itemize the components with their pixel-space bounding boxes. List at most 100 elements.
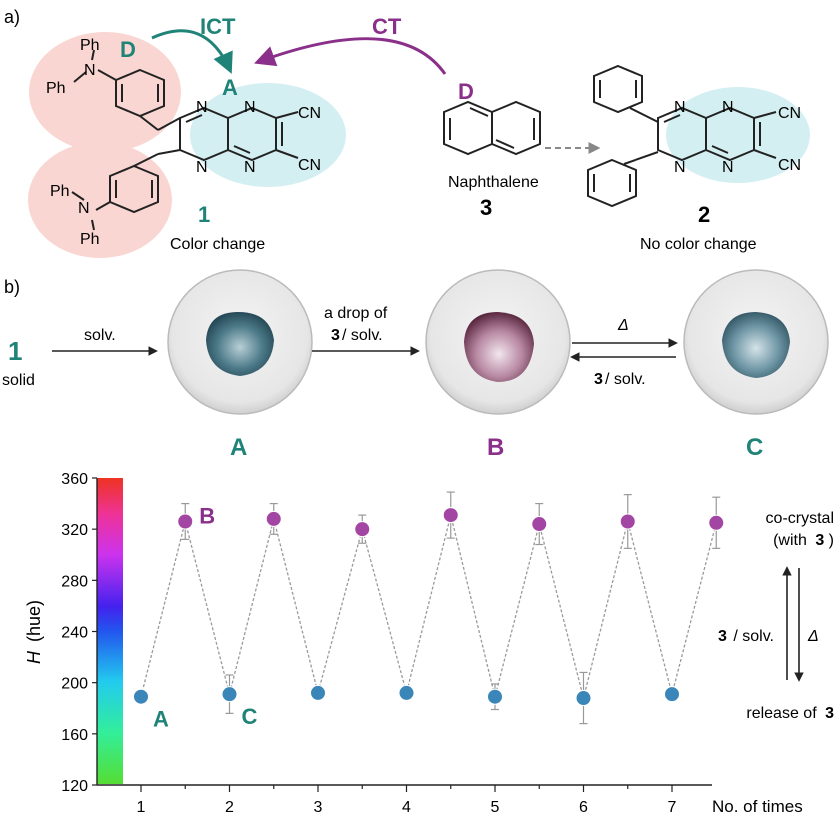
compound-2-caption: No color change: [640, 236, 757, 253]
ring-n-label: N: [196, 99, 208, 116]
ring-n-label: N: [244, 99, 256, 116]
point-label: A: [153, 707, 169, 732]
y-tick-label: 360: [61, 471, 88, 488]
n-label: N: [84, 62, 96, 79]
cn-label: CN: [778, 105, 801, 122]
y-tick-label: 120: [61, 778, 88, 795]
ct-arrow: [254, 37, 447, 75]
data-point: [221, 686, 238, 703]
donor-highlights: [28, 32, 181, 258]
data-point: [133, 688, 149, 705]
point-label: B: [199, 503, 215, 528]
x-axis-label: No. of times: [712, 797, 803, 816]
ict-label: ICT: [200, 14, 236, 39]
step2-line1: a drop of: [324, 305, 388, 322]
heat-label: Δ: [617, 317, 629, 334]
release-bold: 3: [825, 705, 834, 722]
up-annotation: 3 / solv.: [718, 628, 774, 645]
compound-2-atoms: N N N N CN CN: [674, 99, 801, 176]
ct-label: CT: [372, 14, 402, 39]
hue-color-bar: [97, 478, 123, 784]
x-tick-label: 2: [225, 799, 234, 816]
cocrystal-bold: 3: [815, 532, 824, 549]
data-point: [442, 507, 459, 524]
release-pre: release of: [746, 705, 817, 722]
down-annotation: Δ: [807, 628, 819, 645]
panel-a-label: a): [4, 7, 20, 27]
acceptor-label: A: [222, 75, 238, 100]
ph-label: Ph: [50, 183, 70, 200]
dish-b: [425, 269, 571, 415]
up-bold: 3: [718, 628, 727, 645]
start-state: solid: [2, 372, 35, 389]
data-point: [619, 513, 636, 530]
cn-label: CN: [298, 105, 321, 122]
cocrystal-line1: co-crystal: [766, 510, 834, 527]
ph-label: Ph: [80, 231, 100, 248]
ph-label: Ph: [80, 37, 100, 54]
ring-n-label: N: [244, 159, 256, 176]
data-point: [310, 684, 326, 701]
ring-n-label: N: [196, 159, 208, 176]
cocrystal-pre: (with: [773, 532, 807, 549]
cn-label: CN: [778, 157, 801, 174]
reverse-rest: / solv.: [605, 371, 646, 388]
data-point: [265, 510, 282, 527]
data-point: [398, 684, 415, 701]
data-point: [575, 690, 592, 707]
step2-bold: 3: [331, 327, 340, 344]
compound-2-structure: [587, 64, 777, 208]
panel-b-label: b): [4, 277, 20, 297]
y-tick-label: 280: [61, 573, 88, 590]
n-label: N: [78, 200, 90, 217]
equilibrium-arrows: [570, 338, 678, 362]
y-axis-label-rest: (hue): [24, 600, 44, 642]
ring-n-label: N: [722, 159, 734, 176]
naphthalene-structure: [443, 100, 541, 156]
y-axis-label: H (hue): [24, 600, 44, 664]
compound-1-structure: [71, 49, 299, 231]
step2-rest: / solv.: [342, 327, 383, 344]
compound-1-caption: Color change: [170, 236, 265, 253]
data-point: [354, 521, 371, 538]
donor-label-1: D: [120, 37, 136, 62]
y-tick-label: 240: [61, 625, 88, 642]
cocrystal-post: ): [829, 532, 834, 549]
acceptor-highlight-2: [666, 87, 810, 183]
ring-n-label: N: [722, 99, 734, 116]
cocrystal-line2: (with 3 ): [773, 532, 834, 549]
dish-c: [683, 269, 829, 415]
ring-n-label: N: [674, 99, 686, 116]
donor-label-2: D: [458, 79, 474, 104]
compound-1-atoms: Ph Ph N Ph N Ph N N N N CN CN: [46, 37, 321, 248]
x-tick-label: 7: [668, 799, 677, 816]
y-axis-label-italic: H: [24, 650, 44, 664]
y-tick-label: 160: [61, 727, 88, 744]
data-point: [531, 516, 548, 533]
state-a-label: A: [230, 434, 247, 461]
data-point: [664, 686, 680, 703]
x-tick-label: 6: [579, 799, 588, 816]
data-point: [177, 513, 194, 530]
x-tick-label: 5: [491, 799, 500, 816]
y-tick-label: 320: [61, 522, 88, 539]
reverse-bold: 3: [594, 371, 603, 388]
series-line: [140, 514, 717, 699]
acceptor-highlight: [190, 83, 346, 187]
ring-n-label: N: [674, 159, 686, 176]
step1-label: solv.: [84, 327, 116, 344]
state-b-label: B: [487, 434, 504, 461]
release-annotation: release of 3: [746, 705, 834, 722]
x-tick-label: 1: [137, 799, 146, 816]
data-point: [708, 514, 725, 531]
compound-2-number: 2: [698, 202, 710, 227]
state-c-label: C: [746, 434, 763, 461]
compound-1-number: 1: [198, 202, 210, 227]
naphthalene-number: 3: [480, 195, 492, 220]
x-tick-label: 4: [402, 799, 411, 816]
data-point: [487, 688, 503, 705]
chart-annotations: co-crystal (with 3 ) 3 / solv. Δ release…: [718, 510, 834, 722]
point-label: C: [242, 704, 258, 729]
